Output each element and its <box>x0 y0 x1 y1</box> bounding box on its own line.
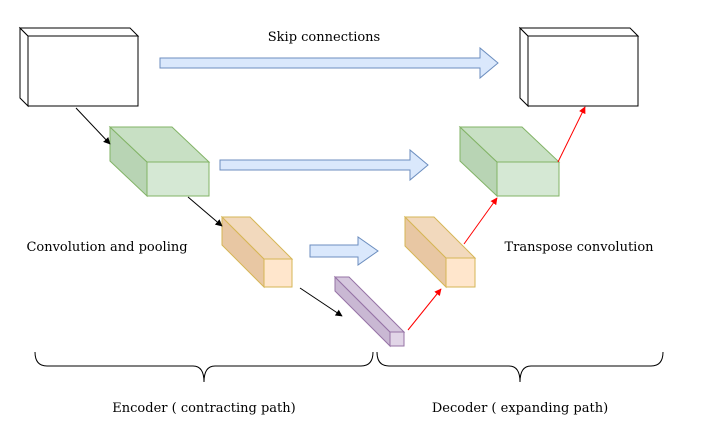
encoder-arrow-2 <box>187 196 223 227</box>
encoder-arrow-1 <box>75 107 111 145</box>
transpose-convolution-label: Transpose convolution <box>504 240 654 255</box>
decoder-arrow-1 <box>407 288 442 331</box>
skip-connections-label: Skip connections <box>268 30 380 45</box>
convolution-pooling-label: Convolution and pooling <box>26 240 187 255</box>
encoder-input-block <box>18 26 140 108</box>
encoder-arrow-3 <box>299 287 343 317</box>
bottleneck-block <box>333 275 406 348</box>
decoder-output-block <box>518 26 640 108</box>
decoder-level2-block <box>403 215 477 289</box>
skip-connection-arrow-top <box>159 46 499 80</box>
decoder-brace <box>376 351 664 383</box>
encoder-level1-block <box>108 125 211 198</box>
skip-connection-arrow-middle <box>219 148 429 182</box>
skip-connection-arrow-bottom <box>309 236 379 266</box>
encoder-level2-block <box>220 215 294 289</box>
decoder-label: Decoder ( expanding path) <box>432 401 608 416</box>
decoder-level1-block <box>458 125 561 198</box>
decoder-arrow-3 <box>557 106 586 163</box>
decoder-arrow-2 <box>463 197 498 245</box>
encoder-label: Encoder ( contracting path) <box>112 401 295 416</box>
encoder-brace <box>34 351 374 383</box>
